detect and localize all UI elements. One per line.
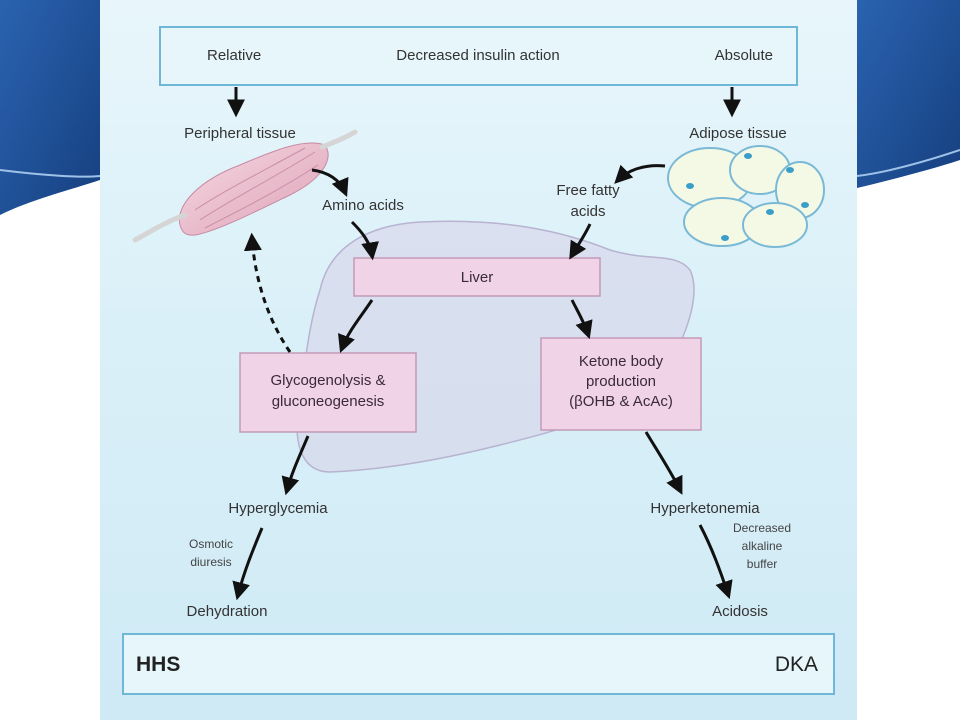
hyperglycemia-label: Hyperglycemia: [228, 500, 328, 517]
acidosis-label: Acidosis: [712, 603, 768, 620]
ketone-production-box: [540, 337, 702, 431]
osmotic-diuresis-label-line2: diuresis: [190, 555, 231, 569]
liver-box: [353, 257, 601, 297]
arrow-free-fatty-acids-to-liver: [569, 223, 592, 260]
muscle-icon: [132, 129, 358, 243]
arrow-hyperketonemia-to-acidosis: [698, 524, 733, 600]
free-fatty-acids-label-line2: acids: [570, 203, 605, 220]
alkaline-buffer-label-line2: alkaline: [742, 539, 783, 553]
adipose-tissue-label: Adipose tissue: [689, 125, 787, 142]
peripheral-tissue-label: Peripheral tissue: [184, 125, 296, 142]
footer-left-label: HHS: [136, 653, 180, 676]
header-box: [159, 26, 798, 86]
footer-right-label: DKA: [775, 653, 818, 676]
header-center-label: Decreased insulin action: [396, 47, 559, 64]
arrow-liver-to-ketone: [570, 299, 593, 340]
ketone-label-line2: production: [586, 373, 656, 390]
arrow-glycogenolysis-to-hyperglycemia: [281, 435, 310, 496]
arrow-glycogenolysis-to-muscle-dashed: [243, 232, 292, 353]
amino-acids-label: Amino acids: [322, 197, 404, 214]
arrow-liver-to-glycogenolysis: [338, 299, 374, 354]
liver-box-label: Liver: [461, 269, 494, 286]
ketone-label-line1: Ketone body: [579, 353, 664, 370]
arrow-ketone-to-hyperketonemia: [644, 431, 683, 495]
left-swoosh-highlight: [0, 169, 101, 178]
adipose-cells-icon: [667, 145, 825, 248]
glycogenolysis-label-line2: gluconeogenesis: [272, 393, 385, 410]
glycogenolysis-label-line1: Glycogenolysis &: [270, 372, 385, 389]
alkaline-buffer-label-line1: Decreased: [733, 521, 791, 535]
arrow-muscle-to-amino-acids: [311, 168, 349, 197]
right-swoosh-highlight: [856, 149, 960, 177]
free-fatty-acids-label-line1: Free fatty: [556, 182, 620, 199]
arrow-amino-acids-to-liver: [350, 220, 379, 261]
header-right-label: Absolute: [715, 47, 773, 64]
glycogenolysis-box: [239, 352, 417, 433]
arrow-hyperglycemia-to-dehydration: [232, 527, 264, 601]
hyperketonemia-label: Hyperketonemia: [650, 500, 760, 517]
arrows: [227, 87, 741, 601]
right-swoosh: [857, 0, 960, 188]
osmotic-diuresis-label-line1: Osmotic: [189, 537, 233, 551]
ketone-label-line3: (βOHB & AcAc): [569, 393, 673, 410]
dehydration-label: Dehydration: [187, 603, 268, 620]
header-left-label: Relative: [207, 47, 261, 64]
arrow-adipose-to-free-fatty-acids: [614, 164, 666, 184]
footer-box: [122, 633, 835, 695]
left-swoosh: [0, 0, 100, 215]
alkaline-buffer-label-line3: buffer: [747, 557, 777, 571]
